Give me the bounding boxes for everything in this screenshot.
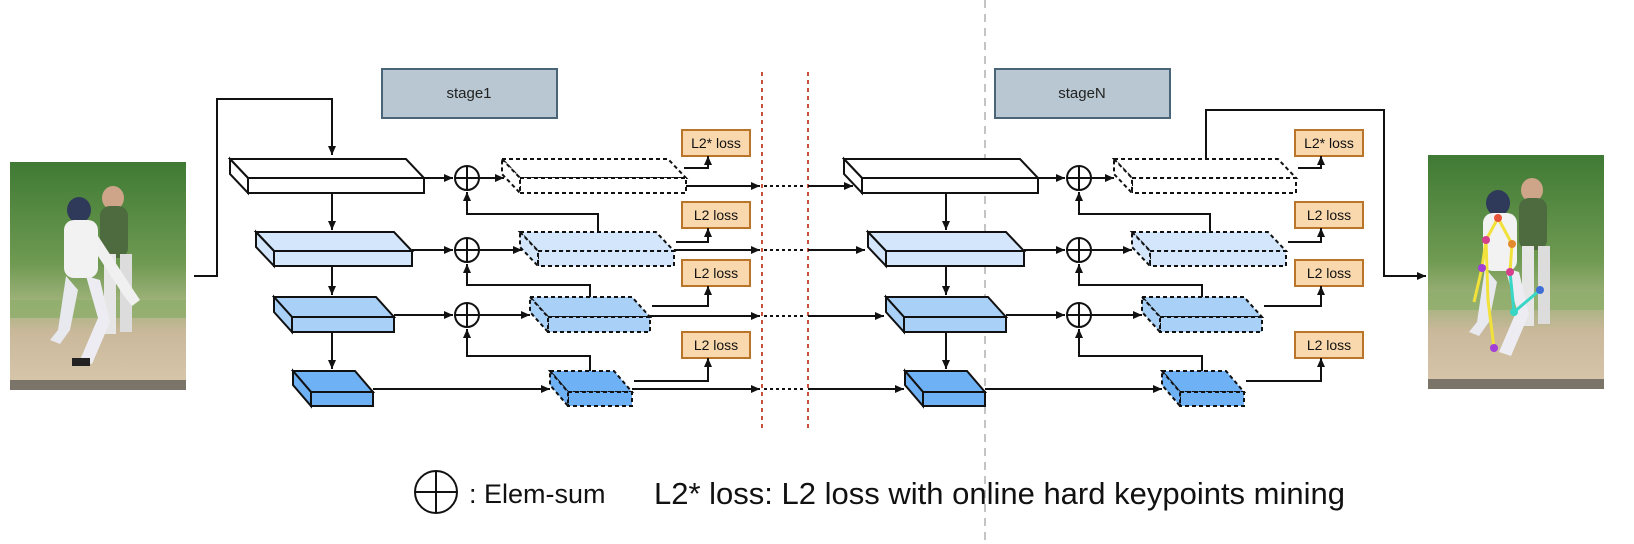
stage1-encoder-block-1 [227,156,427,196]
stage1-decoder-block-4 [547,368,635,409]
stageN-title: stageN [994,68,1171,119]
stageN-elem-sum-1 [1066,165,1092,191]
stage1-upsample-arrow-2 [463,264,591,297]
stage1-elem-sum-1 [454,165,480,191]
stage1-title: stage1 [381,68,558,119]
stageN-elem-sum-3 [1066,302,1092,328]
stage1-loss-box-3: L2 loss [681,259,751,287]
stageN-loss-label-1: L2* loss [1304,135,1354,151]
stage1-upsample-arrow-1 [463,192,599,232]
stage1-loss-arrow-4 [634,358,712,382]
stage1-loss-arrow-2 [676,228,712,243]
stage1-loss-box-2: L2 loss [681,201,751,229]
stage1-elem-sum-2 [454,237,480,263]
stageN-encoder-block-3 [883,294,1009,335]
stage1-label: stage1 [446,85,491,102]
stageN-upsample-arrow-2 [1075,264,1203,297]
input-to-stage1-arrow [194,98,336,277]
elem-sum-legend-label: : Elem-sum [469,479,606,509]
elem-sum-legend: : Elem-sum [414,470,606,514]
stageN-elem-sum-2 [1066,237,1092,263]
stage1-loss-box-1: L2* loss [681,129,751,157]
stage1-elem-sum-3 [454,302,480,328]
stageN-loss-arrow-1 [1298,156,1325,169]
stageN-encoder-block-2 [865,229,1027,269]
l2star-loss-definition: L2* loss: L2 loss with online hard keypo… [654,476,1345,511]
stageN-loss-label-3: L2 loss [1307,265,1351,281]
stageN-loss-box-2: L2 loss [1294,201,1364,229]
stage1-loss-label-3: L2 loss [694,265,738,281]
stageN-decoder-block-1 [1111,156,1299,196]
stage1-loss-label-4: L2 loss [694,337,738,353]
stage1-loss-label-1: L2* loss [691,135,741,151]
stageN-loss-label-4: L2 loss [1307,337,1351,353]
stage1-loss-label-2: L2 loss [694,207,738,223]
stage1-decoder-block-3 [527,294,653,335]
stageN-loss-label-2: L2 loss [1307,207,1351,223]
stageN-decoder-block-3 [1139,294,1265,335]
stageN-loss-box-4: L2 loss [1294,331,1364,359]
stage1-loss-arrow-1 [684,156,712,169]
stageN-loss-box-3: L2 loss [1294,259,1364,287]
stageN-loss-arrow-4 [1246,358,1325,382]
stageN-to-output-arrow [1205,109,1426,280]
stage1-encoder-block-2 [253,229,415,269]
stage1-loss-box-4: L2 loss [681,331,751,359]
stage1-loss-arrow-3 [652,286,712,307]
stageN-encoder-block-1 [841,156,1041,196]
stage1-upsample-arrow-3 [463,329,591,371]
stage1-encoder-block-3 [271,294,397,335]
stageN-loss-box-1: L2* loss [1294,129,1364,157]
stage1-decoder-block-1 [499,156,689,196]
stage1-encoder-block-4 [290,368,376,409]
stageN-upsample-arrow-3 [1075,329,1203,371]
stageN-loss-arrow-2 [1288,228,1325,243]
stageN-decoder-block-4 [1159,368,1247,409]
stageN-label: stageN [1058,85,1106,102]
output-image [1428,155,1604,389]
input-image [10,162,186,390]
stageN-loss-arrow-3 [1264,286,1325,307]
stageN-upsample-arrow-1 [1075,192,1211,232]
stageN-decoder-block-2 [1129,229,1289,269]
stage1-decoder-block-2 [517,229,677,269]
stageN-encoder-block-4 [902,368,988,409]
